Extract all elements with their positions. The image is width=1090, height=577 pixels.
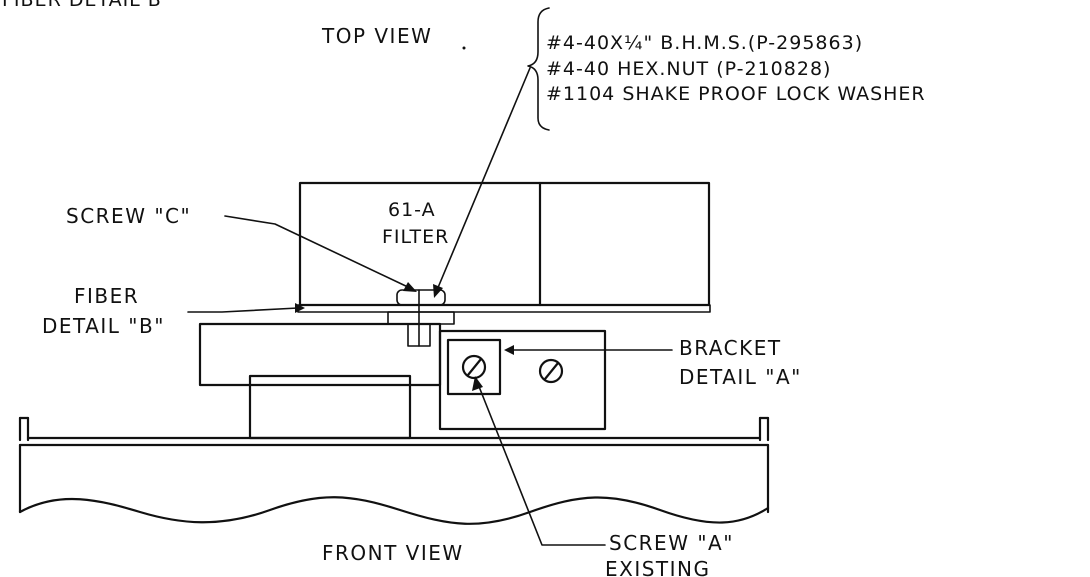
screw-head xyxy=(396,289,446,306)
bracket-tab xyxy=(446,338,502,396)
hardware-brace xyxy=(527,7,550,131)
filter-label-line1: 61-A xyxy=(388,199,436,221)
screw-a-label-line2: EXISTING xyxy=(605,557,711,577)
hardware-item-3: #1104 SHAKE PROOF LOCK WASHER xyxy=(546,83,926,105)
fiber-leader-arrow xyxy=(295,303,305,313)
fiber-label-line2: DETAIL "B" xyxy=(42,314,165,338)
fiber-leader-line xyxy=(187,307,299,313)
top-view-label: TOP VIEW xyxy=(321,24,432,48)
screw-c-label: SCREW "C" xyxy=(66,204,191,228)
hardware-item-2: #4-40 HEX.NUT (P-210828) xyxy=(546,58,831,80)
screw-a-label-line1: SCREW "A" xyxy=(609,531,734,555)
bracket-label-line2: DETAIL "A" xyxy=(679,365,802,389)
chassis-break-line xyxy=(18,496,770,525)
screw-a-slot xyxy=(466,357,483,377)
hardware-item-1: #4-40X¼" B.H.M.S.(P-295863) xyxy=(546,32,863,54)
bracket-label-line1: BRACKET xyxy=(679,336,782,360)
screw-a-leader-line xyxy=(477,383,606,546)
top-view-dot xyxy=(462,46,466,50)
second-screw-slot xyxy=(543,361,560,381)
bracket-plate xyxy=(438,329,607,431)
hardware-leader-line xyxy=(436,67,531,291)
filter-box xyxy=(298,181,711,307)
screw-c-leader-line xyxy=(224,215,411,289)
screw-a-leader-arrow xyxy=(472,376,483,391)
lock-washer xyxy=(387,311,455,325)
hardware-leader-arrow xyxy=(433,284,443,298)
screw-a-head xyxy=(461,354,487,380)
fiber-label-line1: FIBER xyxy=(74,284,139,308)
filter-label-line2: FILTER xyxy=(382,226,449,248)
second-screw-head xyxy=(538,358,564,384)
bracket-leader-arrow xyxy=(504,345,514,355)
front-view-label: FRONT VIEW xyxy=(322,541,464,565)
header-fragment-label: FIBER DETAIL B xyxy=(2,0,162,11)
